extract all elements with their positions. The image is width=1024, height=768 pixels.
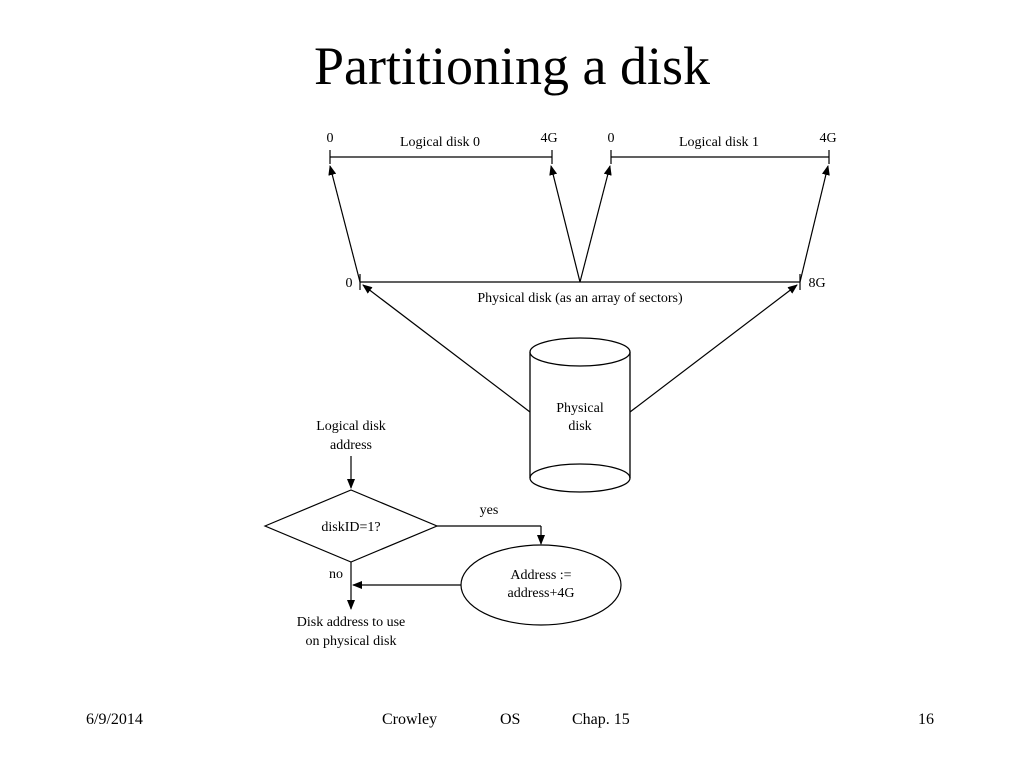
flow-output-line1: Disk address to use (297, 615, 406, 630)
logical-disk-0-start: 0 (327, 131, 334, 146)
cylinder-label-line1: Physical (556, 401, 604, 416)
logical-disk-0-bar: 0 Logical disk 0 4G (327, 131, 558, 164)
decision-label: diskID=1? (321, 520, 380, 535)
no-label: no (329, 567, 343, 582)
footer-center: Crowley OS Chap. 15 (382, 709, 630, 731)
address-flowchart: Logical disk address diskID=1? yes Addre… (263, 419, 622, 649)
footer-author: Crowley (382, 711, 438, 728)
physical-disk-cylinder: Physical disk (529, 337, 631, 493)
yes-label: yes (480, 503, 499, 518)
logical-disk-1-start: 0 (608, 131, 615, 146)
logical-disk-1-end: 4G (819, 131, 836, 146)
footer-date: 6/9/2014 (86, 711, 143, 728)
physical-disk-end: 8G (808, 276, 825, 291)
process-ellipse (460, 544, 622, 626)
footer-page-number: 16 (918, 711, 934, 728)
flow-output-line2: on physical disk (306, 634, 397, 649)
slide-title: Partitioning a disk (314, 36, 710, 96)
process-line1: Address := (510, 568, 571, 583)
cylinder-label-line2: disk (568, 419, 591, 434)
logical-disk-1-bar: 0 Logical disk 1 4G (608, 131, 837, 164)
footer-chapter: Chap. 15 (572, 711, 630, 728)
logical-disk-1-label: Logical disk 1 (679, 135, 759, 150)
logical-disk-0-end: 4G (540, 131, 557, 146)
process-line2: address+4G (508, 586, 575, 601)
physical-disk-bar: 0 Physical disk (as an array of sectors)… (346, 274, 826, 306)
footer-course: OS (500, 711, 521, 728)
physical-disk-bar-label: Physical disk (as an array of sectors) (477, 291, 683, 306)
logical-disk-0-label: Logical disk 0 (400, 135, 480, 150)
flow-input-line2: address (330, 438, 372, 453)
physical-disk-start: 0 (346, 276, 353, 291)
cylinder-arrows (362, 284, 798, 413)
logical-mapping-arrows (328, 165, 830, 283)
flow-input-line1: Logical disk (316, 419, 386, 434)
